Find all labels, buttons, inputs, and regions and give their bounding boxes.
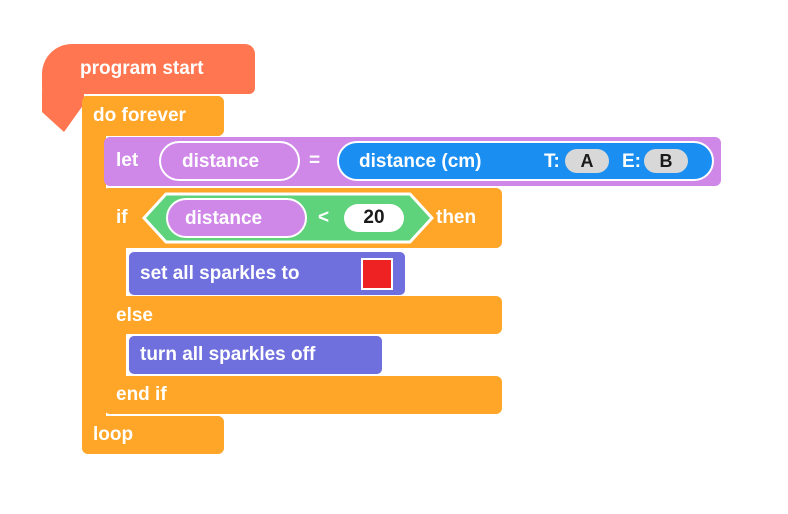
if-keyword: if <box>116 207 128 228</box>
end-if-label: end if <box>116 384 167 405</box>
program-start-foot <box>42 90 84 132</box>
let-keyword: let <box>116 150 139 171</box>
program-start-block[interactable]: program start <box>42 44 255 94</box>
condition-variable-label: distance <box>185 208 263 229</box>
loop-label: loop <box>93 424 134 445</box>
forever-left-arm <box>82 96 106 446</box>
set-sparkles-block[interactable]: set all sparkles to <box>129 252 405 295</box>
trig-port-dropdown[interactable]: A <box>565 149 609 173</box>
turn-sparkles-off-block[interactable]: turn all sparkles off <box>129 336 382 374</box>
let-block[interactable]: let distance = distance (cm) T: A E: B <box>104 137 721 186</box>
loop-block[interactable]: loop <box>82 416 224 454</box>
echo-port-dropdown[interactable]: B <box>644 149 688 173</box>
comparison-value-input[interactable]: 20 <box>344 204 404 232</box>
comparison-operator[interactable]: < <box>318 207 330 228</box>
let-variable-label: distance <box>182 151 260 172</box>
condition-variable-pill[interactable]: distance <box>166 198 307 238</box>
if-block[interactable]: if distance < 20 then <box>104 188 502 248</box>
equals-sign: = <box>309 150 321 171</box>
do-forever-label: do forever <box>93 105 186 126</box>
do-forever-block[interactable]: do forever <box>82 96 224 136</box>
echo-port-label: E: <box>622 151 641 172</box>
end-if-block[interactable]: end if <box>104 376 502 414</box>
else-block[interactable]: else <box>104 296 502 334</box>
trig-port-label: T: <box>544 151 560 172</box>
then-keyword: then <box>436 207 477 228</box>
distance-sensor-label: distance (cm) <box>359 151 482 172</box>
program-start-label: program start <box>80 58 204 79</box>
let-variable-pill[interactable]: distance <box>159 141 300 181</box>
turn-sparkles-off-label: turn all sparkles off <box>140 344 316 365</box>
distance-sensor-block[interactable]: distance (cm) T: A E: B <box>337 141 714 181</box>
else-label: else <box>116 305 153 326</box>
sparkle-color-picker[interactable] <box>361 258 393 290</box>
set-sparkles-label: set all sparkles to <box>140 263 300 284</box>
